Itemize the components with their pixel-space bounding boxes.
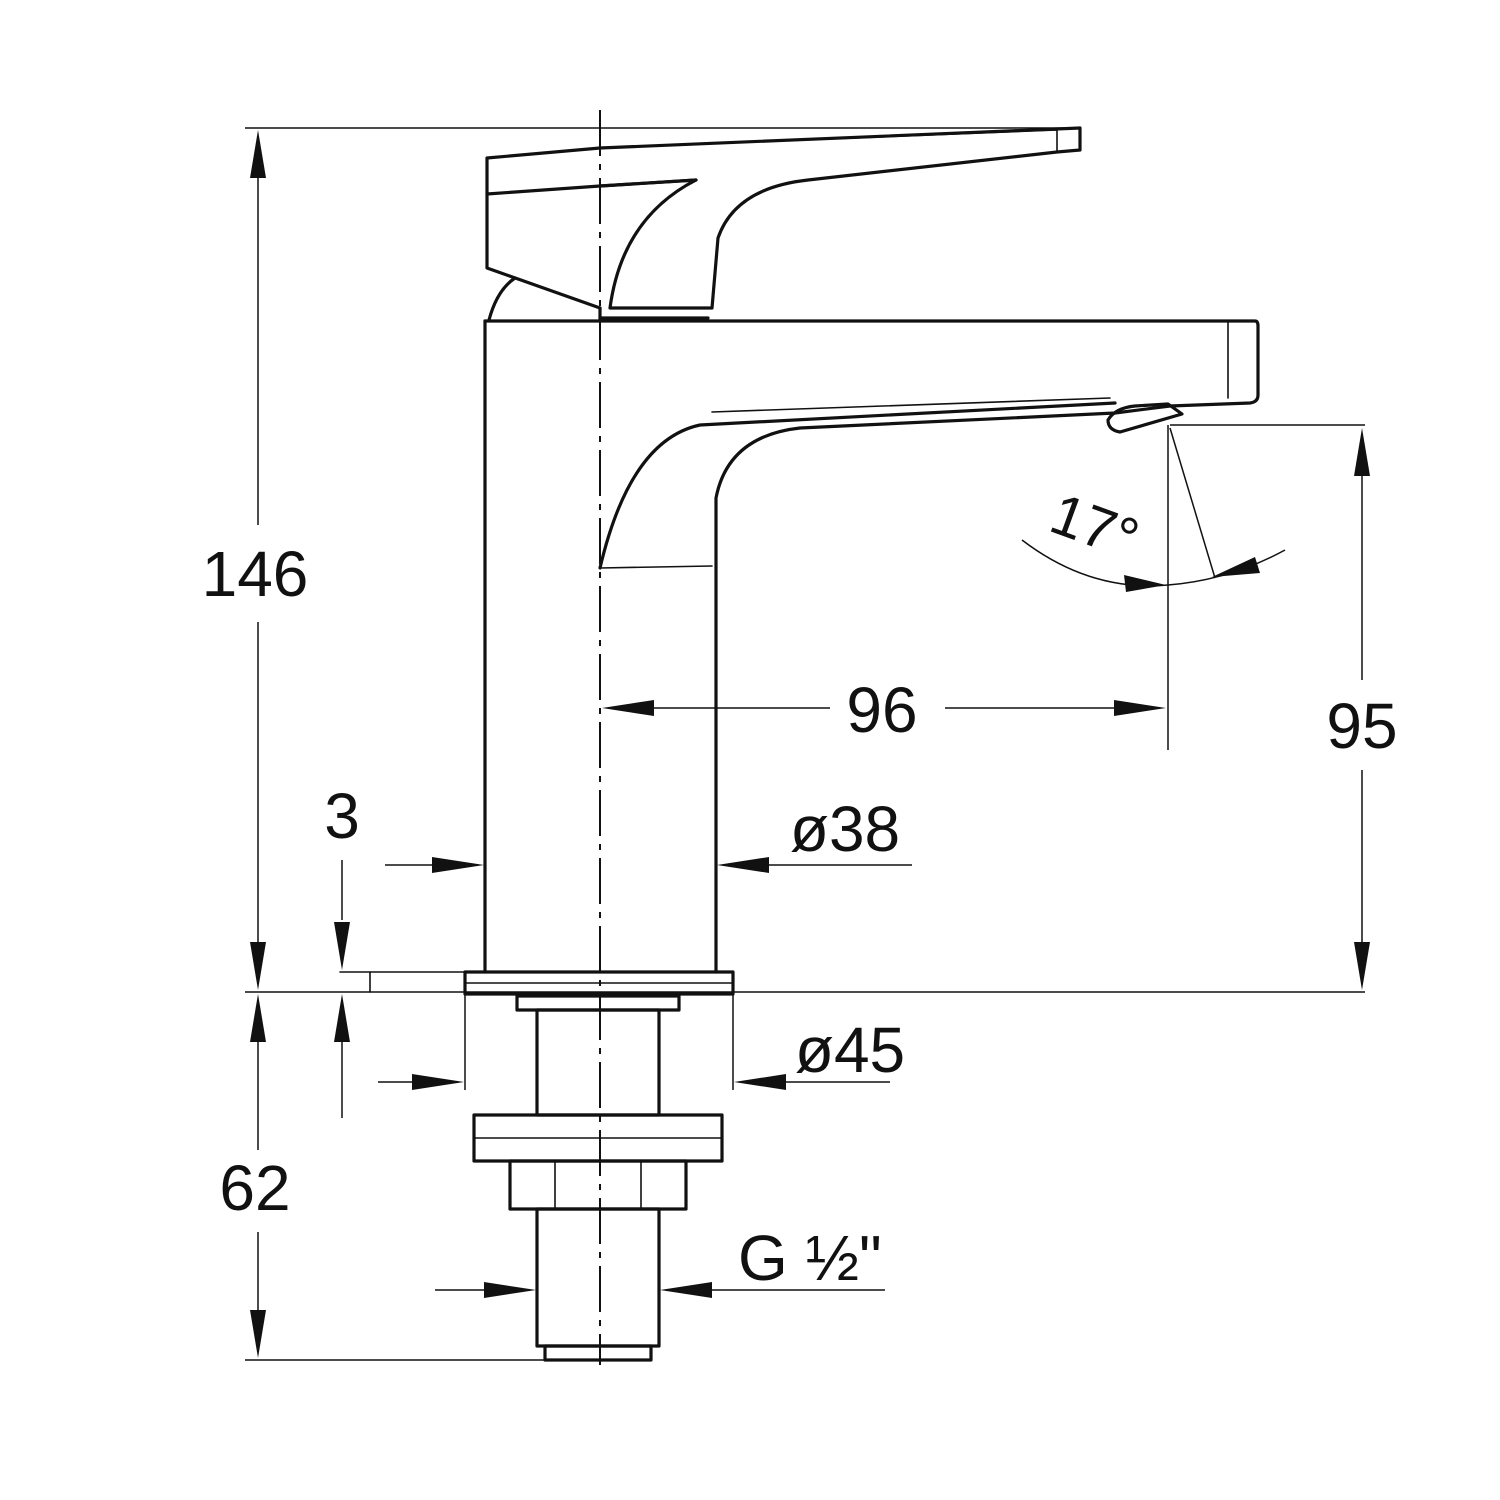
dimension-spout-reach: 96 xyxy=(602,425,1169,750)
thread-label: G ½" xyxy=(738,1222,882,1294)
dimension-total-height: 146 xyxy=(202,127,1080,990)
base-diameter-label: ø45 xyxy=(795,1014,905,1086)
dimension-thread: G ½" xyxy=(435,1222,885,1298)
base-ring xyxy=(339,970,735,996)
dimension-spout-height: 95 xyxy=(1170,424,1398,990)
cartridge-cap xyxy=(487,276,710,322)
shank-assembly xyxy=(472,994,724,1362)
dimension-body-diameter: ø38 xyxy=(385,793,912,873)
dimension-shank-length: 62 xyxy=(219,994,545,1361)
body-diameter-label: ø38 xyxy=(790,793,900,865)
total-height-label: 146 xyxy=(202,538,309,610)
spout-height-label: 95 xyxy=(1326,690,1397,762)
dimension-spout-angle: 17° xyxy=(1021,427,1286,592)
shank-length-label: 62 xyxy=(219,1152,290,1224)
deck-gap-label: 3 xyxy=(324,780,360,852)
lever-handle xyxy=(485,126,1082,310)
faucet-body xyxy=(483,319,1260,974)
spout-angle-label: 17° xyxy=(1042,481,1147,572)
dimension-deck-gap: 3 xyxy=(324,780,360,1118)
dimension-base-diameter: ø45 xyxy=(378,994,905,1090)
spout-reach-label: 96 xyxy=(846,674,917,746)
